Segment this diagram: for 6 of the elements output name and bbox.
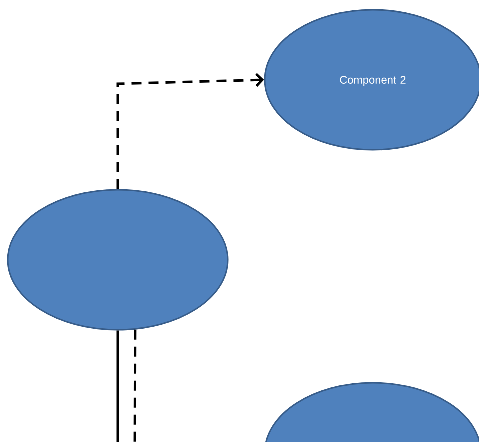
ellipse-node [264,382,479,442]
line [134,330,137,442]
line [116,330,120,442]
ellipse-node [7,189,229,331]
arrow [116,73,264,190]
ellipse-node: Component 2 [264,9,479,151]
